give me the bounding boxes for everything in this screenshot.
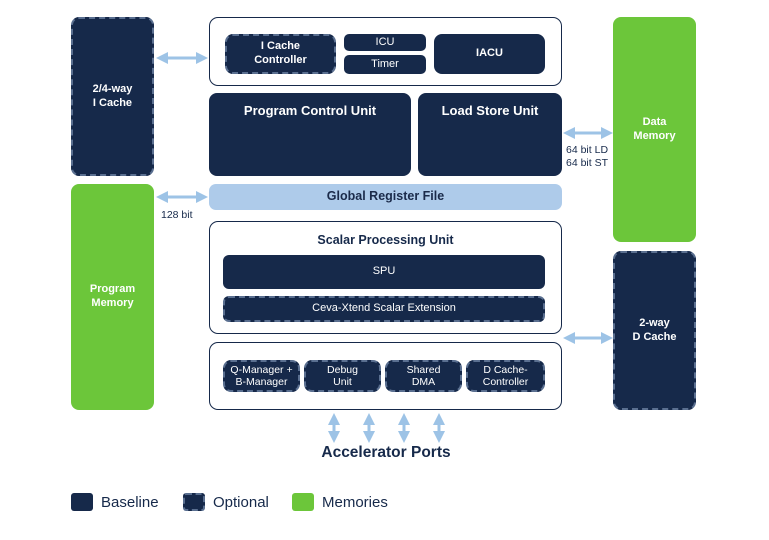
- global-register-file-bar: Global Register File: [209, 184, 562, 210]
- legend-optional: Optional: [183, 493, 269, 511]
- icu-block: ICU: [344, 34, 426, 51]
- icache-block: 2/4-way I Cache: [71, 17, 154, 176]
- spu-block: SPU: [223, 255, 545, 289]
- program-memory-block: Program Memory: [71, 184, 154, 410]
- dcache-controller-block: D Cache- Controller: [466, 360, 545, 392]
- legend-baseline-label: Baseline: [101, 493, 159, 511]
- icache-controller-block: I Cache Controller: [225, 34, 336, 74]
- data-memory-block: Data Memory: [613, 17, 696, 242]
- legend-optional-swatch: [183, 493, 205, 511]
- load-store-unit-block: Load Store Unit: [418, 93, 562, 176]
- legend-memories: Memories: [292, 493, 388, 511]
- program-control-unit-block: Program Control Unit: [209, 93, 411, 176]
- bus-width-64-label: 64 bit LD 64 bit ST: [566, 144, 609, 169]
- legend-memories-label: Memories: [322, 493, 388, 511]
- q-manager-block: Q-Manager + B-Manager: [223, 360, 300, 392]
- legend-memories-swatch: [292, 493, 314, 511]
- debug-unit-block: Debug Unit: [304, 360, 381, 392]
- dcache-block: 2-way D Cache: [613, 251, 696, 410]
- ceva-xtend-block: Ceva-Xtend Scalar Extension: [223, 296, 545, 322]
- scalar-processing-unit-title: Scalar Processing Unit: [317, 233, 454, 247]
- accelerator-ports-label: Accelerator Ports: [321, 444, 451, 461]
- legend-baseline-swatch: [71, 493, 93, 511]
- legend-optional-label: Optional: [213, 493, 269, 511]
- bus-width-128-label: 128 bit: [161, 209, 193, 221]
- timer-block: Timer: [344, 55, 426, 74]
- iacu-block: IACU: [434, 34, 545, 74]
- shared-dma-block: Shared DMA: [385, 360, 462, 392]
- legend-baseline: Baseline: [71, 493, 159, 511]
